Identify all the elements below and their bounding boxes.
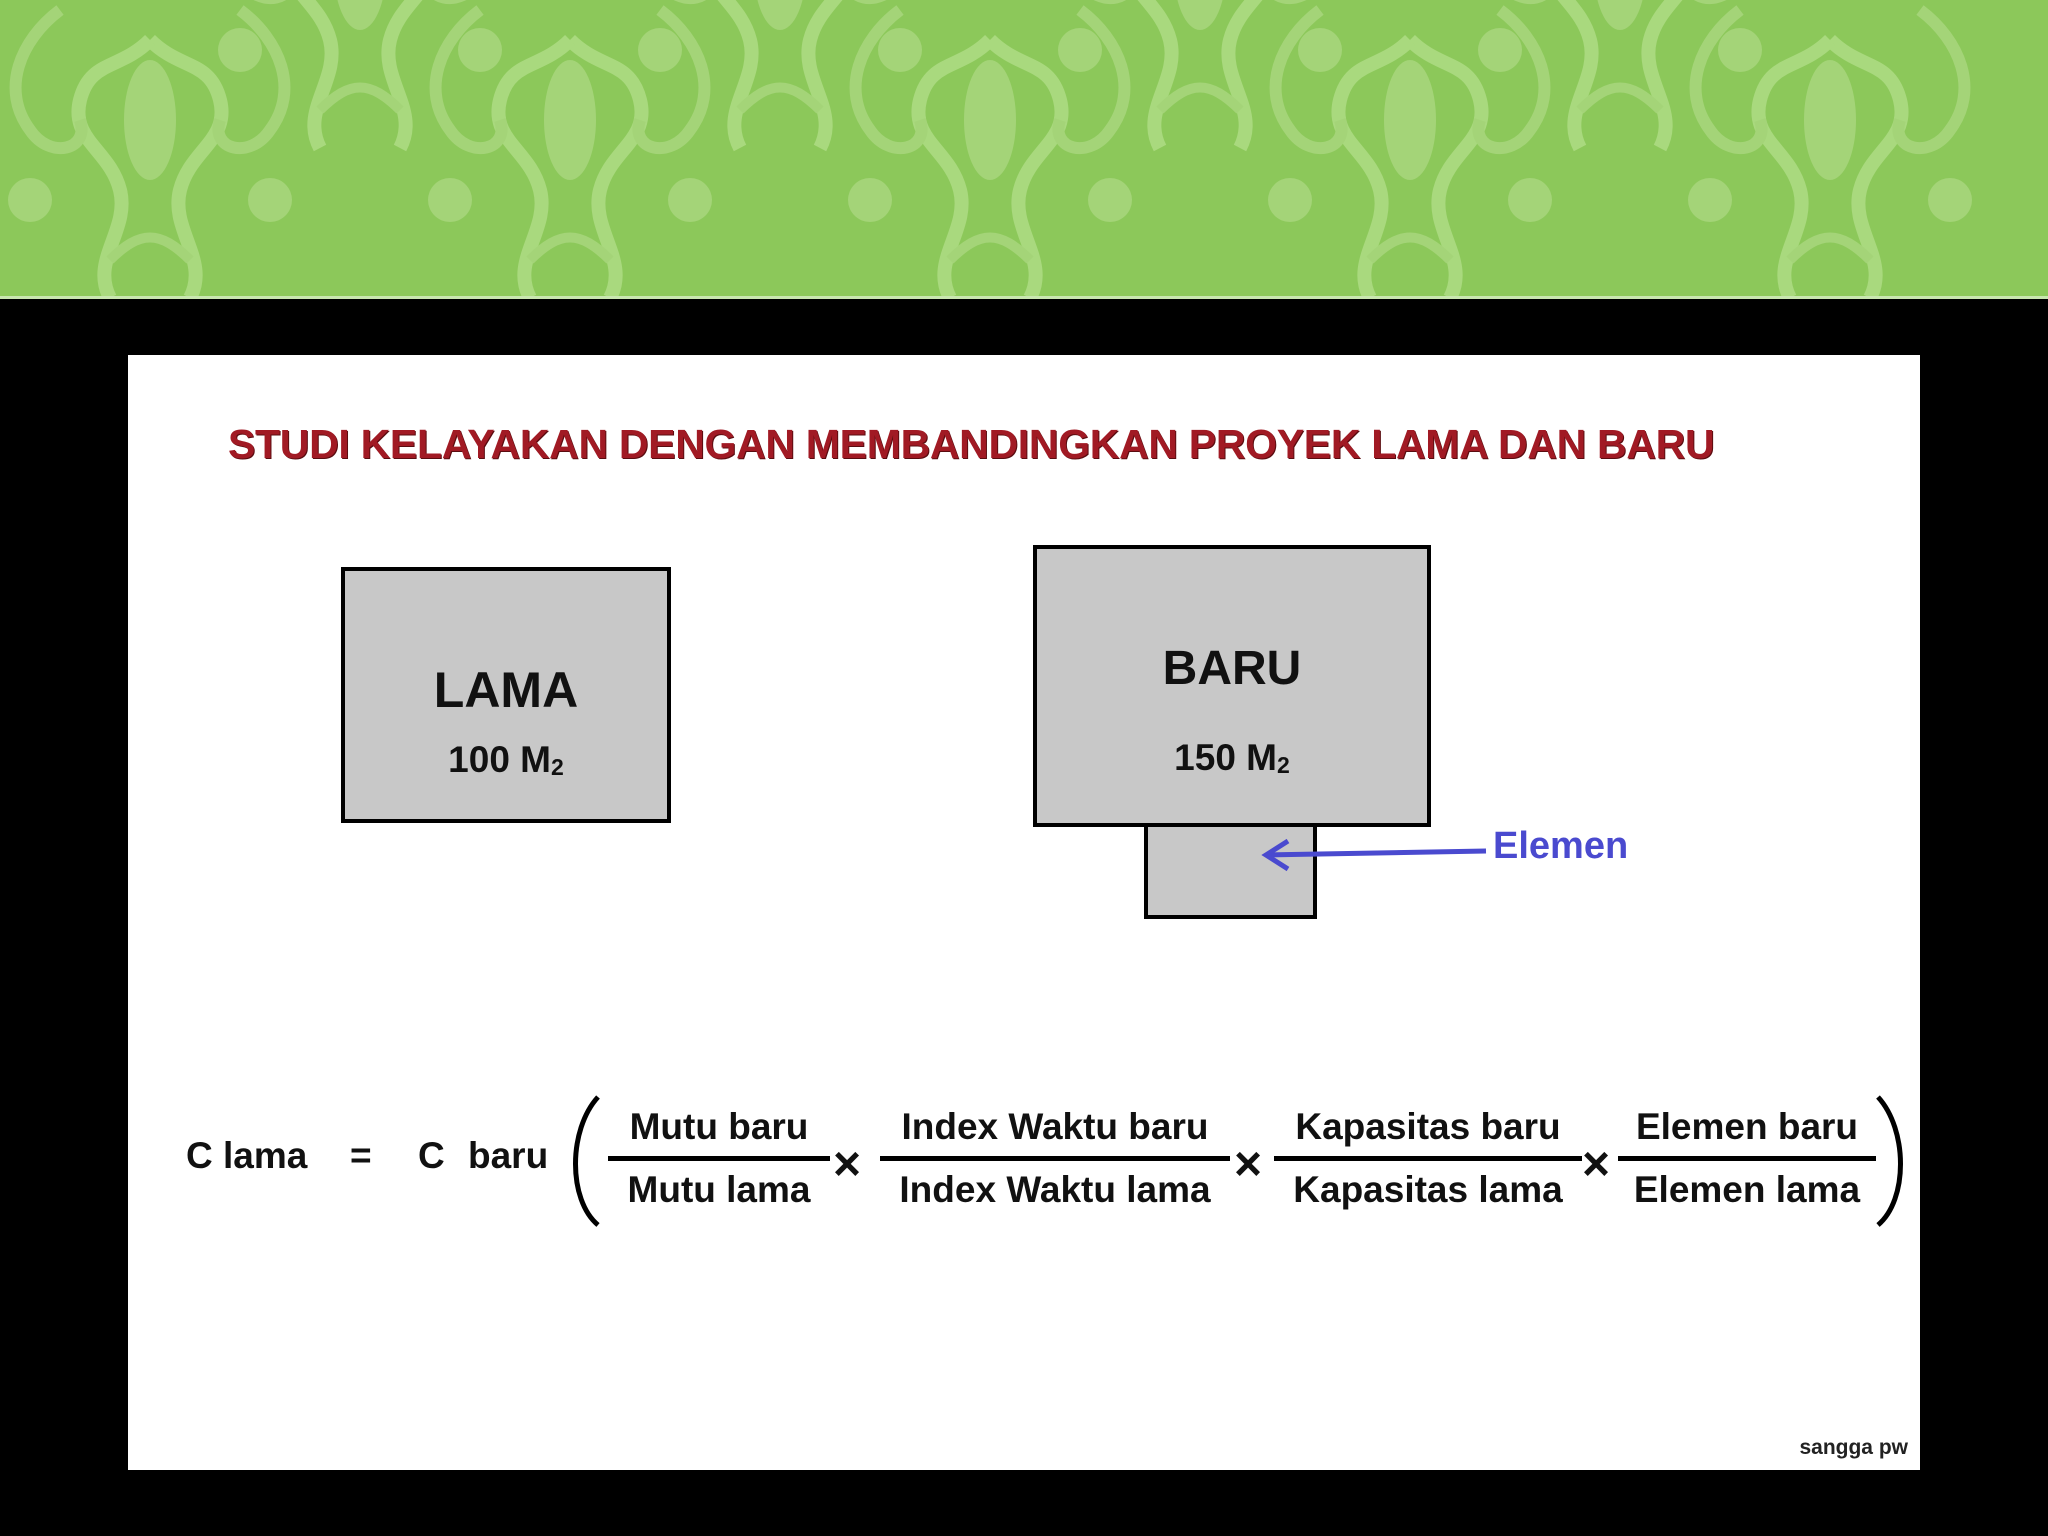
fraction-denominator: Index Waktu lama	[899, 1169, 1211, 1210]
times-icon: ×	[1582, 1138, 1611, 1191]
fraction-elemen: Elemen baru Elemen lama	[1618, 1105, 1876, 1212]
box-baru-label: BARU	[1162, 642, 1302, 695]
fraction-kapasitas: Kapasitas baru Kapasitas lama	[1274, 1105, 1582, 1212]
box-lama-area: 100 M2	[448, 739, 564, 780]
box-lama: LAMA 100 M2	[341, 567, 671, 823]
fraction-numerator: Elemen baru	[1635, 1106, 1859, 1147]
formula-baru: baru	[468, 1135, 549, 1176]
decorative-banner	[0, 0, 2048, 298]
box-lama-label: LAMA	[433, 662, 579, 718]
fraction-index-waktu: Index Waktu baru Index Waktu lama	[880, 1105, 1230, 1212]
formula-lhs: C lama	[186, 1135, 308, 1176]
slide-content: STUDI KELAYAKAN DENGAN MEMBANDINGKAN PRO…	[128, 355, 1920, 1470]
formula-parentheses	[573, 1095, 1903, 1227]
fraction-denominator: Kapasitas lama	[1293, 1169, 1563, 1210]
fraction-denominator: Elemen lama	[1633, 1169, 1861, 1210]
fraction-numerator: Kapasitas baru	[1295, 1106, 1561, 1147]
box-baru-area: 150 M2	[1174, 737, 1290, 778]
damask-pattern	[0, 0, 2048, 298]
times-icon: ×	[833, 1138, 862, 1191]
elemen-label: Elemen	[1493, 825, 1629, 867]
fraction-numerator: Index Waktu baru	[901, 1106, 1209, 1147]
right-paren-icon	[1876, 1095, 1903, 1227]
banner-edge	[0, 296, 2048, 299]
fraction-mutu: Mutu baru Mutu lama	[608, 1105, 830, 1212]
fraction-denominator: Mutu lama	[627, 1169, 811, 1210]
fraction-bar	[880, 1156, 1230, 1161]
times-icon: ×	[1234, 1138, 1263, 1191]
credit-text: sangga pw	[1799, 1436, 1908, 1459]
fraction-bar	[608, 1156, 830, 1161]
arrow-left-icon	[1261, 838, 1487, 872]
fraction-bar	[1618, 1156, 1876, 1161]
left-paren-icon	[573, 1095, 600, 1227]
fraction-bar	[1274, 1156, 1582, 1161]
formula-equals: =	[350, 1135, 372, 1176]
formula-c: C	[418, 1135, 445, 1176]
box-baru: BARU 150 M2	[1033, 545, 1431, 827]
slide-title: STUDI KELAYAKAN DENGAN MEMBANDINGKAN PRO…	[228, 421, 1715, 467]
fraction-numerator: Mutu baru	[629, 1106, 809, 1147]
